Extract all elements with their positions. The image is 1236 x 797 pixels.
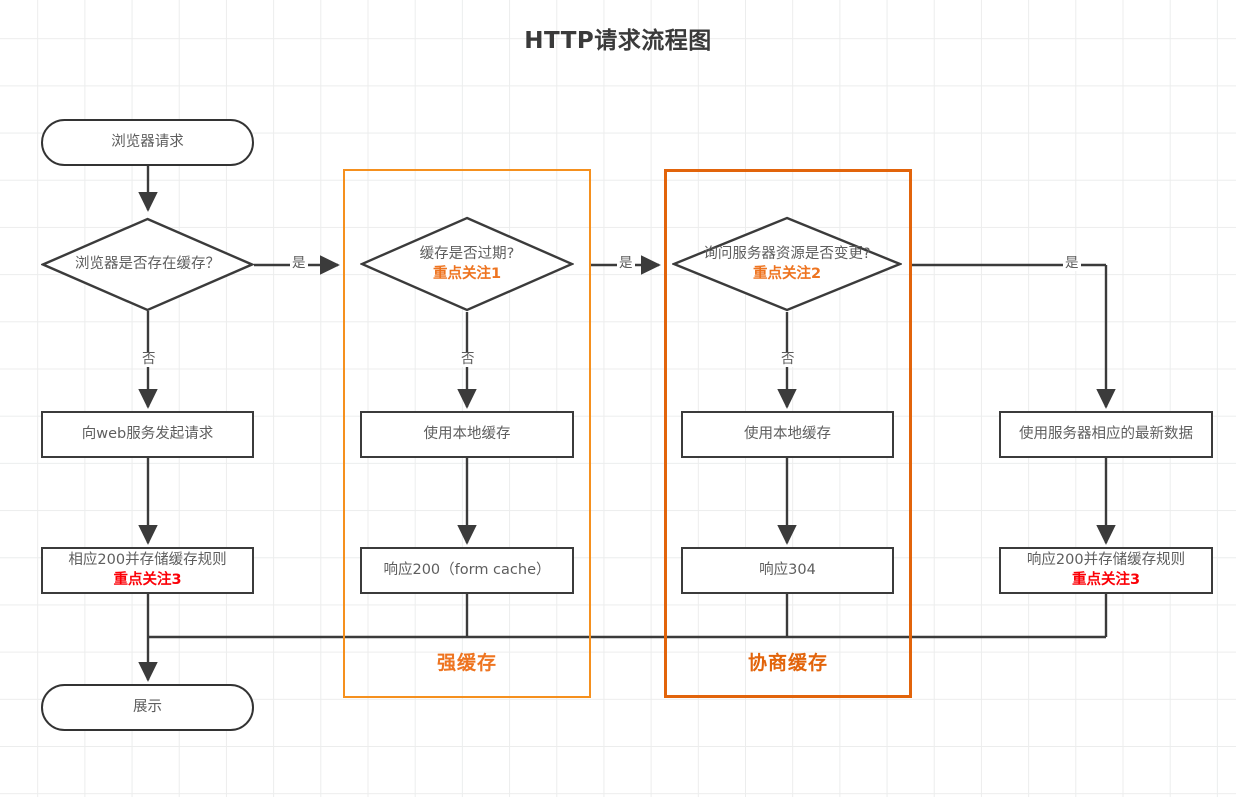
node-label: 使用服务器相应的最新数据: [1019, 425, 1193, 442]
node-label: 相应200并存储缓存规则: [68, 551, 227, 568]
node-use-server-latest-data[interactable]: 使用服务器相应的最新数据: [999, 411, 1213, 458]
node-request-web[interactable]: 向web服务发起请求: [41, 411, 254, 458]
node-use-local-cache-strong[interactable]: 使用本地缓存: [360, 411, 574, 458]
focus-annotation: 重点关注3: [1071, 571, 1141, 588]
node-display[interactable]: 展示: [41, 684, 254, 731]
node-label: 展示: [133, 698, 162, 715]
focus-annotation: 重点关注3: [113, 571, 182, 588]
node-label: 使用本地缓存: [744, 425, 831, 442]
diamond-shape: [360, 216, 574, 312]
edge-label-no-3: 否: [779, 351, 797, 367]
node-label: 向web服务发起请求: [81, 425, 214, 442]
group-label-strong-cache: 强缓存: [436, 652, 497, 674]
node-has-cache[interactable]: 浏览器是否存在缓存？: [41, 217, 254, 312]
node-label: 使用本地缓存: [423, 425, 511, 442]
node-resp304[interactable]: 响应304: [681, 547, 894, 594]
node-resp200-form-cache[interactable]: 响应200（form cache）: [360, 547, 574, 594]
edge-label-yes-1: 是: [290, 255, 308, 271]
edge-label-yes-3: 是: [1063, 255, 1081, 271]
page-title: HTTP请求流程图: [524, 28, 712, 54]
group-label-negotiate-cache: 协商缓存: [747, 652, 828, 674]
node-use-local-cache-negotiate[interactable]: 使用本地缓存: [681, 411, 894, 458]
diamond-shape: [41, 217, 254, 312]
node-ask-server-changed[interactable]: 询问服务器资源是否变更? 重点关注2: [672, 216, 902, 312]
node-label: 响应200（form cache）: [383, 561, 551, 578]
diamond-shape: [672, 216, 902, 312]
group-box-negotiate-cache: [664, 169, 912, 698]
edge-label-no-2: 否: [459, 351, 477, 367]
node-cache-expired[interactable]: 缓存是否过期? 重点关注1: [360, 216, 574, 312]
node-label: 浏览器请求: [111, 133, 184, 150]
node-label: 响应304: [759, 561, 816, 578]
edge-label-no-1: 否: [140, 351, 158, 367]
edge-label-yes-2: 是: [617, 255, 635, 271]
node-label: 响应200并存储缓存规则: [1026, 551, 1186, 568]
node-resp200-store-cache-rules-right[interactable]: 响应200并存储缓存规则 重点关注3: [999, 547, 1213, 594]
node-browser-request[interactable]: 浏览器请求: [41, 119, 254, 166]
node-resp200-store-cache-rules[interactable]: 相应200并存储缓存规则 重点关注3: [41, 547, 254, 594]
group-box-strong-cache: [343, 169, 591, 698]
